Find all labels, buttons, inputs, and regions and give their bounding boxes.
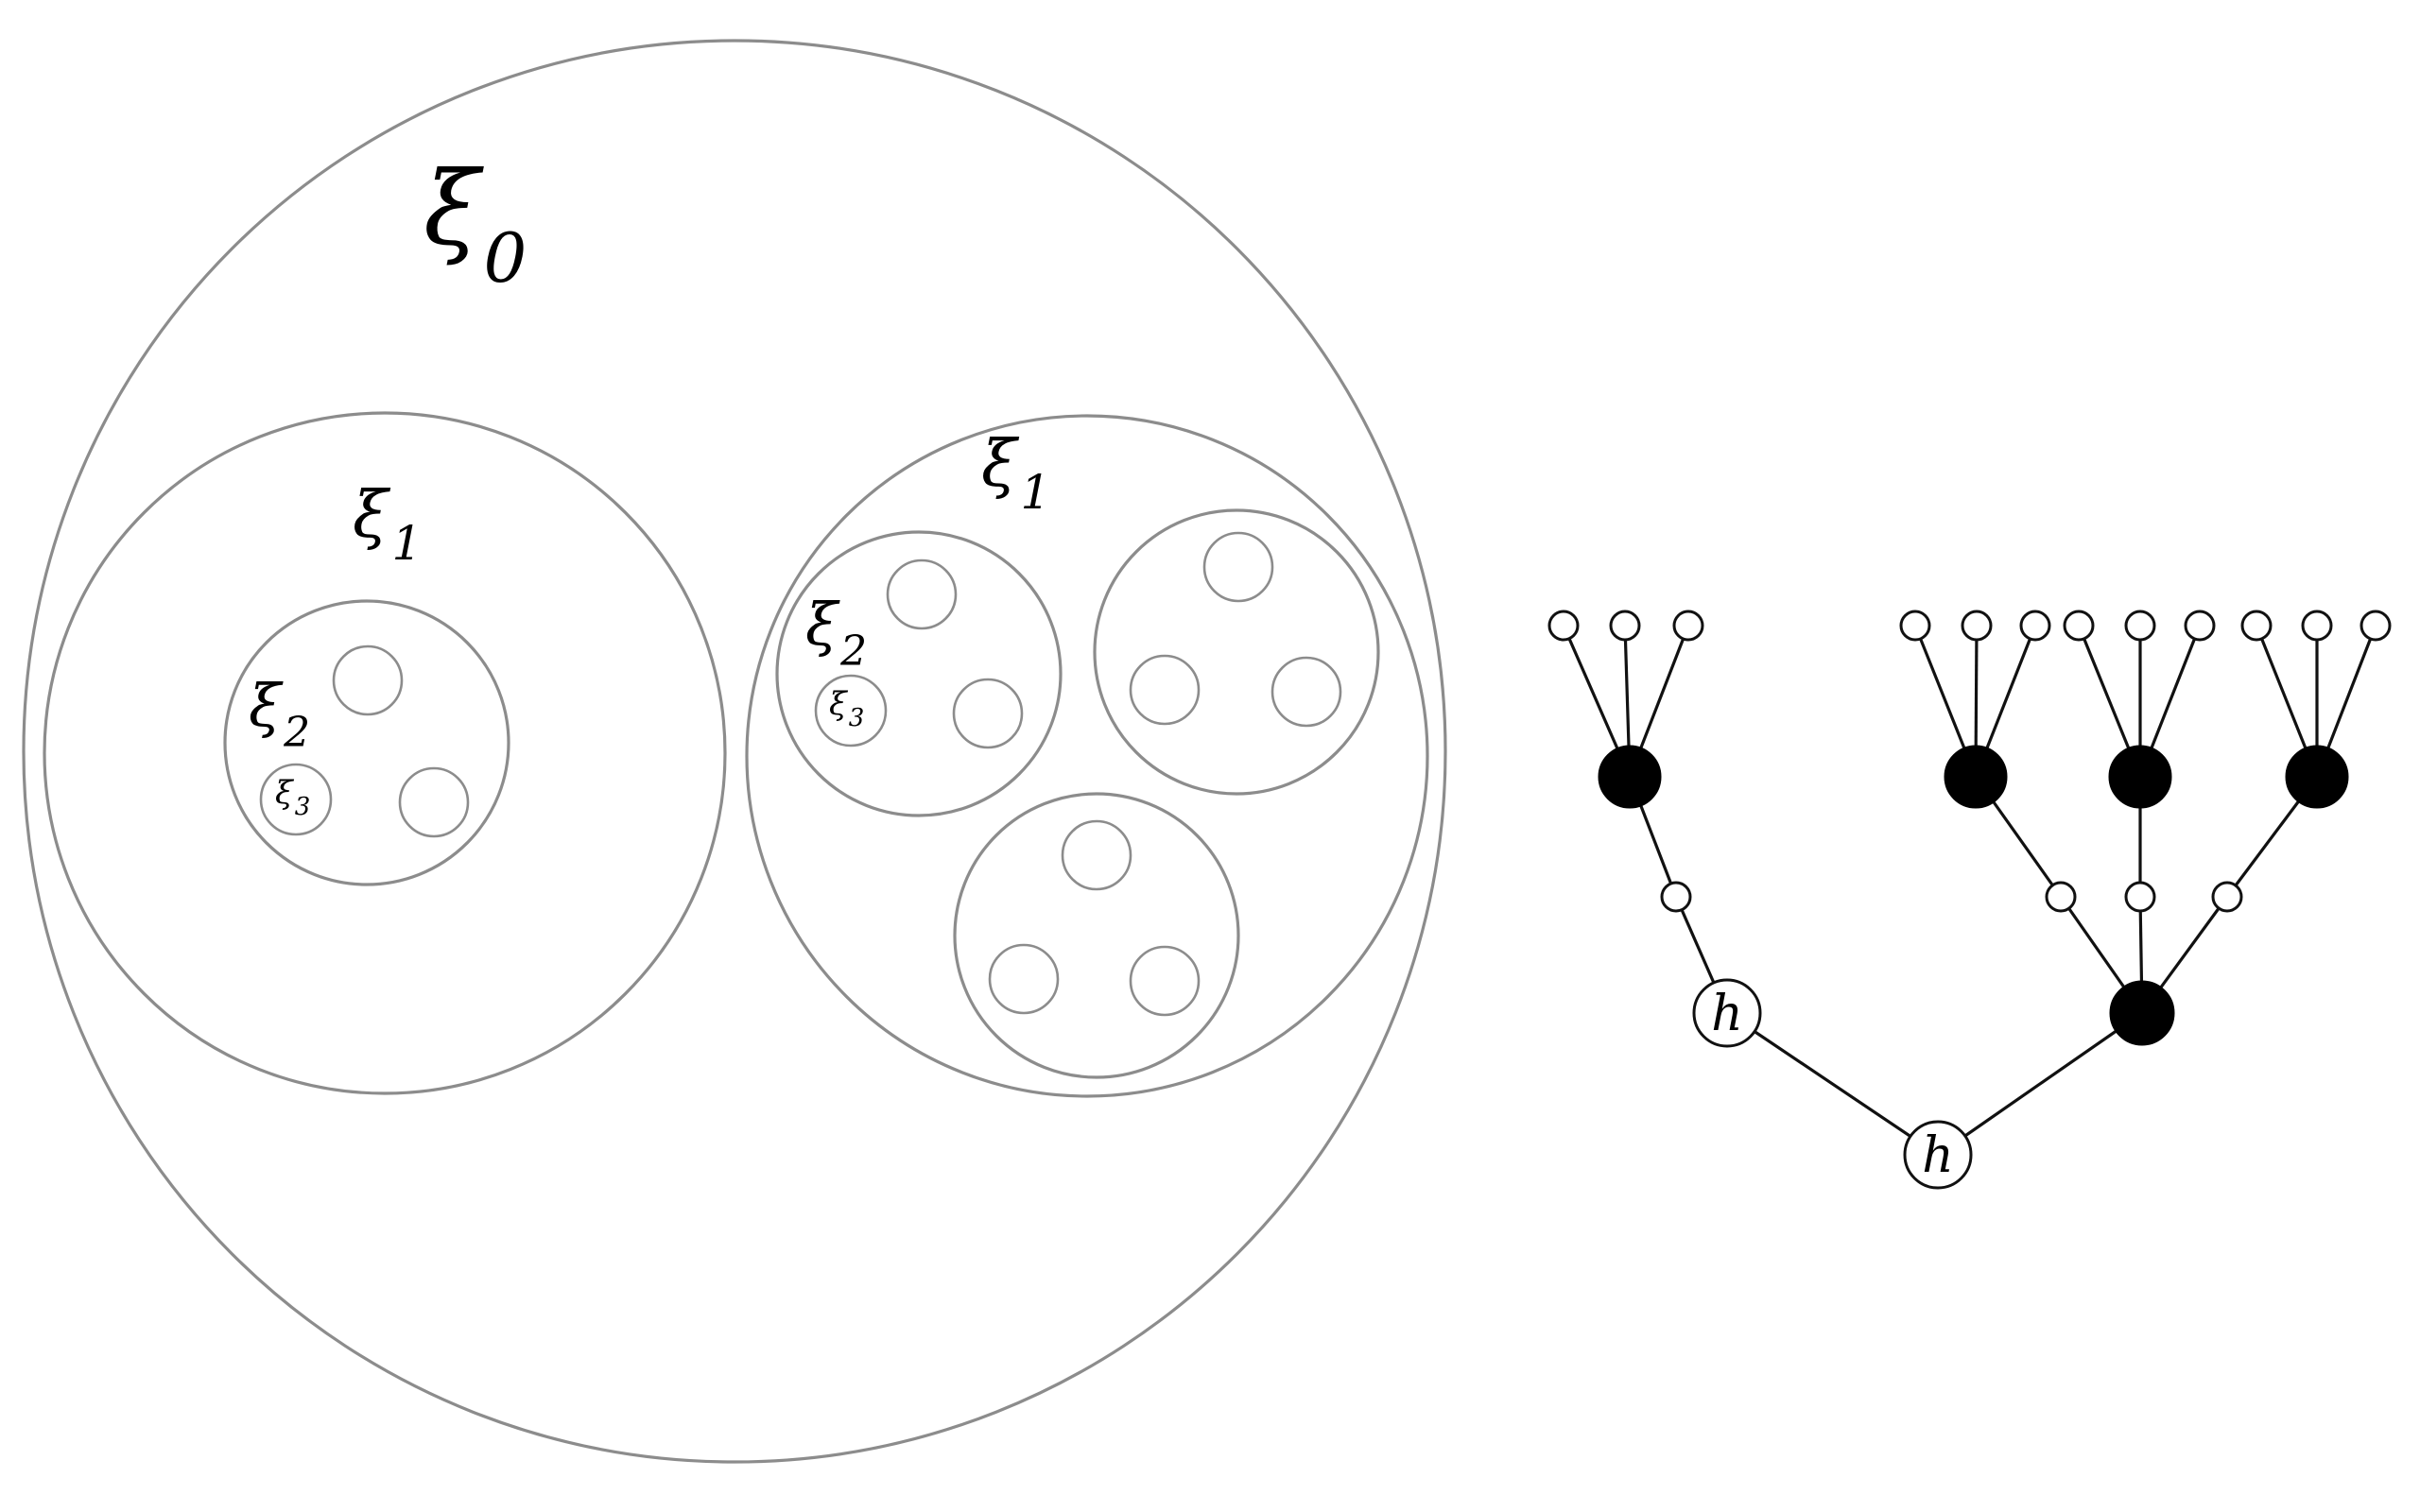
cluster-xi1-left-label: ξ1 xyxy=(353,478,422,571)
cluster-level2 xyxy=(1093,508,1380,796)
cluster-xi3-left-subscript: 3 xyxy=(295,793,311,821)
tree-h-node-left: h xyxy=(1692,978,1762,1048)
cluster-xi1-right-label: ξ1 xyxy=(981,427,1050,520)
cluster-xi3-right-label: ξ3 xyxy=(829,685,864,732)
outer-cluster-subscript: 0 xyxy=(483,218,527,298)
tree-leaf-node xyxy=(1899,610,1931,642)
leaf-circle xyxy=(952,678,1024,749)
tree-black-node xyxy=(2285,745,2349,809)
tree-leaf-node xyxy=(1547,610,1580,642)
leaf-circle xyxy=(1202,531,1274,603)
nested-cluster-diagram: ξ0 ξ1 ξ2 ξ3 ξ1 ξ2 ξ3 xyxy=(22,39,1447,1464)
cluster-xi1-right-subscript: 1 xyxy=(1020,465,1050,520)
leaf-circle xyxy=(988,943,1060,1015)
tree-black-nodes xyxy=(1598,745,2349,1046)
cluster-xi1-left xyxy=(43,411,727,1095)
tree-white-node xyxy=(1660,881,1692,913)
cluster-xi2-right xyxy=(775,530,1063,817)
tree-black-node xyxy=(1944,745,2008,809)
tree-leaf-node xyxy=(2360,610,2392,642)
cluster-xi1-left-subscript: 1 xyxy=(391,516,422,571)
leaf-circle xyxy=(1270,656,1342,728)
h-node-circle xyxy=(1903,1120,1973,1190)
leaf-circle xyxy=(1061,819,1132,891)
cluster-xi1-right xyxy=(745,414,1429,1098)
tree-edge xyxy=(1937,1011,2143,1157)
leaf-circle xyxy=(398,766,470,838)
tree-leaf-node xyxy=(2124,610,2156,642)
tree-leaf-node xyxy=(2301,610,2333,642)
cluster-xi3-left-label: ξ3 xyxy=(275,774,310,821)
cluster-xi3-right xyxy=(814,674,888,747)
tree-white-node xyxy=(2211,881,2243,913)
leaf-circle xyxy=(332,644,404,716)
tree-leaf-node xyxy=(2019,610,2051,642)
outer-cluster-xi0 xyxy=(22,39,1447,1464)
tree-black-node xyxy=(1598,745,1662,809)
tree-leaves xyxy=(1547,610,2392,642)
tree-black-node xyxy=(2108,745,2172,809)
h-node-circle xyxy=(1692,978,1762,1048)
cluster-xi2-right-subscript: 2 xyxy=(839,627,867,676)
tree-h-node-root: h xyxy=(1903,1120,1973,1190)
tree-leaf-node xyxy=(2240,610,2273,642)
tree-diagram: h h xyxy=(1547,610,2392,1190)
leaf-circle xyxy=(886,558,958,630)
tree-leaf-node xyxy=(1961,610,1993,642)
cluster-xi2-left xyxy=(223,599,510,886)
h-node-label: h xyxy=(1711,986,1743,1042)
cluster-xi2-left-label: ξ2 xyxy=(249,671,310,757)
tree-leaf-node xyxy=(1609,610,1641,642)
h-node-label: h xyxy=(1922,1127,1954,1184)
tree-leaf-node xyxy=(1672,610,1704,642)
cluster-xi3-left xyxy=(259,763,333,836)
cluster-level2 xyxy=(953,792,1240,1079)
tree-leaf-node xyxy=(2184,610,2216,642)
leaf-circle xyxy=(1129,654,1201,726)
outer-cluster-label: ξ0 xyxy=(424,150,527,298)
leaf-circle xyxy=(1129,945,1201,1017)
tree-black-node xyxy=(2109,980,2175,1046)
cluster-xi2-left-subscript: 2 xyxy=(283,709,310,757)
cluster-xi3-right-subscript: 3 xyxy=(849,704,865,732)
tree-intermediate-nodes xyxy=(1660,881,2243,913)
cluster-xi2-right-label: ξ2 xyxy=(805,590,867,676)
tree-white-node xyxy=(2124,881,2156,913)
tree-edge xyxy=(1726,1011,1939,1157)
tree-leaf-node xyxy=(2063,610,2095,642)
tree-white-node xyxy=(2045,881,2077,913)
